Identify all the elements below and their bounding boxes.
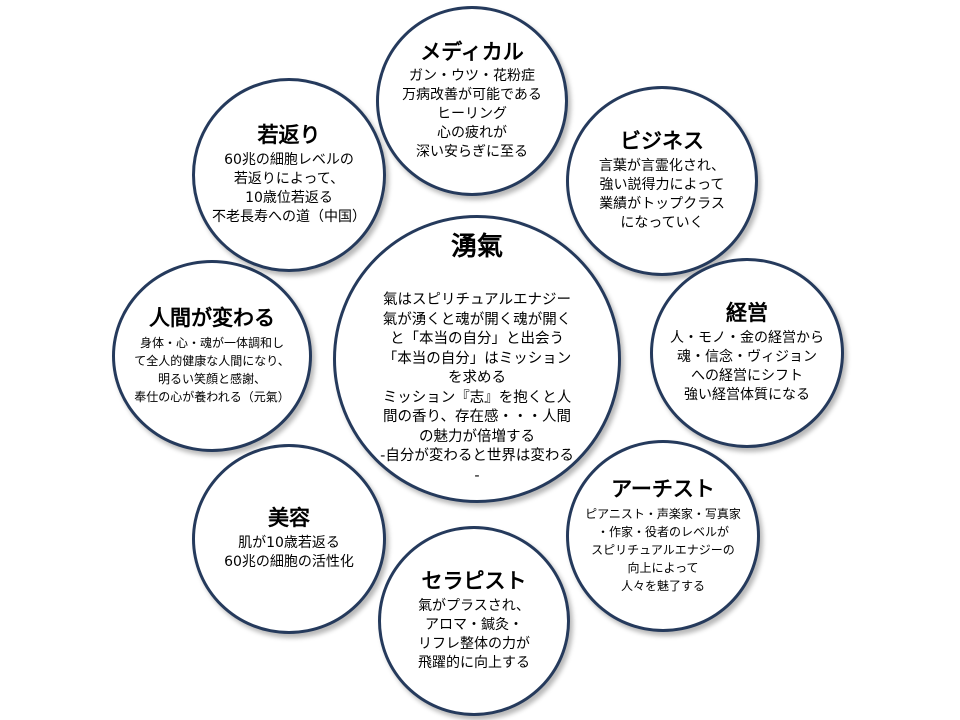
artist-text: ピアニスト・声楽家・写真家 ・作家・役者のレベルが スピリチュアルエナジーの 向…	[585, 505, 741, 595]
management-line: 魂・信念・ヴィジョン	[677, 349, 817, 366]
therapist-title: セラピスト	[421, 568, 527, 593]
center-line: -自分が変わると世界は変わる	[380, 448, 574, 465]
beauty-title: 美容	[268, 505, 310, 530]
therapist-line: 氣がプラスされ、	[418, 598, 530, 615]
medical-line: 万病改善が可能である	[402, 86, 542, 103]
artist-line: ・作家・役者のレベルが	[596, 525, 729, 540]
medical-circle: メディカル ガン・ウツ・花粉症 万病改善が可能である ヒーリング 心の疲れが 深…	[376, 6, 568, 196]
rejuvenation-line: 10歳位若返る	[245, 190, 333, 207]
beauty-text: 肌が10歳若返る 60兆の細胞の活性化	[224, 534, 354, 572]
management-title: 経営	[726, 300, 768, 325]
human-change-line: 明るい笑顔と感謝、	[157, 372, 266, 387]
center-line: 間の香り、存在感・・・人間	[383, 409, 571, 426]
management-line: 人・モノ・金の経営から	[670, 330, 824, 347]
medical-line: ガン・ウツ・花粉症	[409, 67, 535, 84]
management-text: 人・モノ・金の経営から 魂・信念・ヴィジョン への経営にシフト 強い経営体質にな…	[670, 329, 824, 405]
management-circle: 経営 人・モノ・金の経営から 魂・信念・ヴィジョン への経営にシフト 強い経営体…	[650, 258, 844, 448]
center-line: ミッション『志』を抱くと人	[382, 389, 572, 406]
management-line: への経営にシフト	[691, 368, 803, 385]
human-change-circle: 人間が変わる 身体・心・魂が一体調和し て全人的健康な人間になり、 明るい笑顔と…	[112, 260, 312, 452]
therapist-circle: セラピスト 氣がプラスされ、 アロマ・鍼灸・ リフレ整体の力が 飛躍的に向上する	[378, 526, 570, 716]
business-line: 強い説得力によって	[599, 177, 725, 194]
rejuvenation-line: 60兆の細胞レベルの	[224, 152, 354, 169]
medical-line: 深い安らぎに至る	[416, 143, 528, 160]
human-change-line: 奉仕の心が養われる（元氣）	[134, 390, 290, 405]
medical-title: メディカル	[420, 40, 524, 65]
center-text: 氣はスピリチュアルエナジー 氣が湧くと魂が開く魂が開く と「本当の自分」と出会う…	[380, 291, 574, 486]
center-line: 氣が湧くと魂が開く魂が開く	[382, 311, 572, 328]
management-line: 強い経営体質になる	[684, 387, 810, 404]
therapist-line: 飛躍的に向上する	[418, 655, 530, 672]
artist-line: スピリチュアルエナジーの	[591, 543, 735, 558]
artist-title: アーチスト	[611, 476, 715, 501]
business-line: 言葉が言霊化され、	[598, 158, 726, 175]
rejuvenation-title: 若返り	[257, 122, 321, 147]
therapist-text: 氣がプラスされ、 アロマ・鍼灸・ リフレ整体の力が 飛躍的に向上する	[418, 597, 530, 673]
center-line: と「本当の自分」と出会う	[389, 331, 564, 348]
beauty-circle: 美容 肌が10歳若返る 60兆の細胞の活性化	[192, 444, 386, 634]
business-title: ビジネス	[620, 128, 704, 153]
business-line: 業績がトップクラス	[599, 196, 725, 213]
medical-line: 心の疲れが	[437, 124, 507, 141]
center-line: -	[474, 467, 480, 484]
therapist-line: アロマ・鍼灸・	[425, 617, 523, 634]
business-circle: ビジネス 言葉が言霊化され、 強い説得力によって 業績がトップクラス になってい…	[566, 86, 758, 276]
center-line: の魅力が倍増する	[418, 428, 535, 445]
rejuvenation-line: 不老長寿への道（中国）	[212, 209, 366, 226]
rejuvenation-circle: 若返り 60兆の細胞レベルの 若返りによって、 10歳位若返る 不老長寿への道（…	[192, 78, 386, 272]
human-change-text: 身体・心・魂が一体調和し て全人的健康な人間になり、 明るい笑顔と感謝、 奉仕の…	[134, 334, 290, 406]
beauty-line: 肌が10歳若返る	[238, 535, 340, 552]
center-title: 湧氣	[450, 231, 503, 262]
medical-text: ガン・ウツ・花粉症 万病改善が可能である ヒーリング 心の疲れが 深い安らぎに至…	[402, 67, 542, 162]
human-change-line: 身体・心・魂が一体調和し	[139, 336, 284, 351]
center-line: を求める	[447, 370, 506, 387]
human-change-line: て全人的健康な人間になり、	[134, 354, 290, 369]
business-line: になっていく	[620, 215, 704, 232]
human-change-title: 人間が変わる	[149, 305, 275, 330]
artist-circle: アーチスト ピアニスト・声楽家・写真家 ・作家・役者のレベルが スピリチュアルエ…	[566, 440, 760, 632]
center-circle-yuki: 湧氣 氣はスピリチュアルエナジー 氣が湧くと魂が開く魂が開く と「本当の自分」と…	[333, 215, 621, 503]
artist-line: 人々を魅了する	[620, 579, 705, 594]
artist-line: ピアニスト・声楽家・写真家	[585, 507, 741, 522]
center-line: 氣はスピリチュアルエナジー	[382, 292, 572, 309]
rejuvenation-line: 若返りによって、	[233, 171, 345, 188]
medical-line: ヒーリング	[437, 105, 507, 122]
beauty-line: 60兆の細胞の活性化	[224, 554, 354, 571]
artist-line: 向上によって	[627, 561, 699, 576]
center-line: 「本当の自分」はミッション	[382, 350, 572, 367]
rejuvenation-text: 60兆の細胞レベルの 若返りによって、 10歳位若返る 不老長寿への道（中国）	[212, 151, 366, 227]
business-text: 言葉が言霊化され、 強い説得力によって 業績がトップクラス になっていく	[599, 157, 725, 233]
therapist-line: リフレ整体の力が	[418, 636, 530, 653]
